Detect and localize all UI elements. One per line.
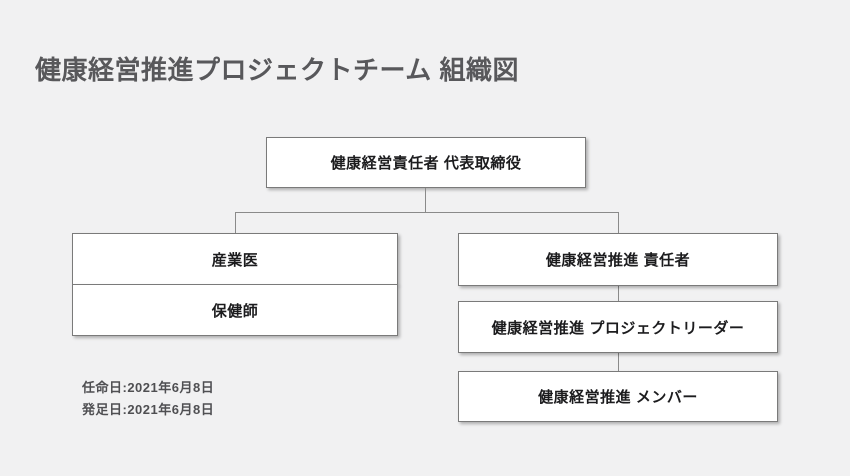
org-box-industrial-physician: 産業医 [72,233,398,285]
org-box-label: 保健師 [211,302,259,320]
footnotes: 任命日:2021年6月8日 発足日:2021年6月8日 [82,377,214,421]
org-box-promotion-manager: 健康経営推進 責任者 [458,233,778,286]
connector-right-drop [618,212,619,233]
org-box-label: 産業医 [211,251,259,269]
footnote-appointment-date: 任命日:2021年6月8日 [82,380,215,395]
org-box-public-health-nurse: 保健師 [72,284,398,336]
connector-root-stub [425,188,426,212]
org-box-label: 健康経営推進 メンバー [538,389,698,406]
org-box-project-leader: 健康経営推進 プロジェクトリーダー [458,301,778,353]
connector-right-box1-box2 [618,286,619,301]
org-box-label: 健康経営推進 責任者 [545,252,691,269]
page-title: 健康経営推進プロジェクトチーム 組織図 [35,55,519,85]
footnote-founding-date: 発足日:2021年6月8日 [82,402,215,417]
left-group: 産業医 保健師 [72,233,398,336]
connector-left-drop [235,212,236,233]
connector-right-box2-box3 [618,353,619,371]
org-box-label: 健康経営推進 プロジェクトリーダー [491,319,745,337]
org-box-label: 健康経営責任者 代表取締役 [330,155,522,172]
org-box-health-management-officer: 健康経営責任者 代表取締役 [266,137,586,188]
org-box-members: 健康経営推進 メンバー [458,371,778,422]
connector-horizontal [235,212,619,213]
